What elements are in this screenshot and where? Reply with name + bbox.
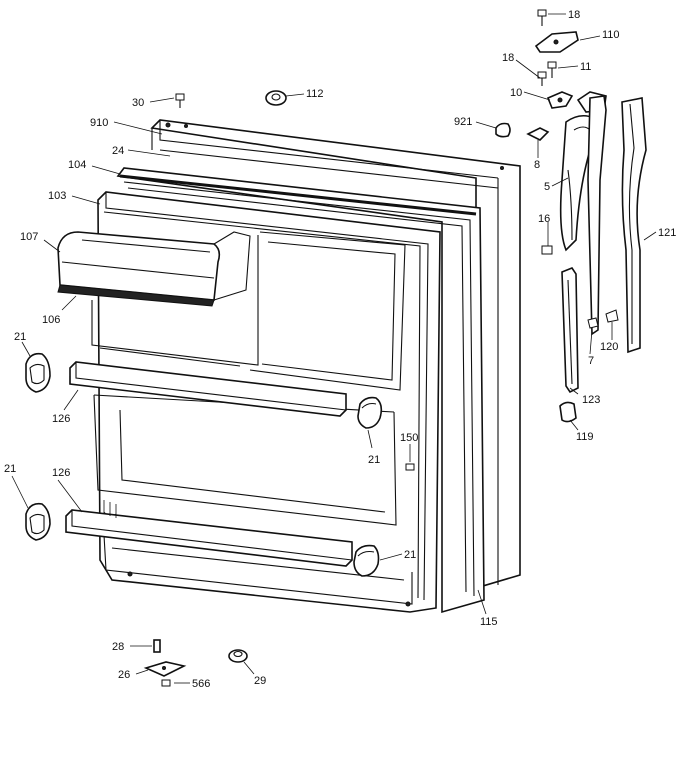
door-gasket — [116, 167, 485, 614]
shelf-end-cap-left-upper — [25, 352, 51, 393]
screw-16 — [541, 245, 553, 255]
label-21-left-lower: 21 — [4, 463, 16, 475]
label-18-top: 18 — [568, 9, 580, 21]
label-119: 119 — [576, 431, 594, 443]
screw-7 — [587, 317, 599, 329]
label-30: 30 — [132, 97, 144, 109]
bracket-26 — [143, 661, 187, 677]
dairy-compartment — [57, 231, 251, 307]
label-106: 106 — [42, 314, 60, 326]
label-910: 910 — [90, 117, 108, 129]
label-21-lower-right: 21 — [404, 549, 416, 561]
bushing-119 — [559, 401, 577, 423]
label-112: 112 — [306, 88, 324, 100]
door-shelf-lower — [65, 500, 353, 567]
screw-18-top — [537, 9, 547, 26]
label-110: 110 — [602, 29, 620, 41]
label-7: 7 — [588, 355, 594, 367]
label-566: 566 — [192, 678, 210, 690]
label-123: 123 — [582, 394, 600, 406]
leader-lines — [11, 13, 657, 684]
hinge-plate-10 — [546, 91, 574, 109]
screw-120 — [605, 309, 619, 323]
shelf-end-cap-upper-right — [357, 396, 383, 429]
label-26: 26 — [118, 669, 130, 681]
label-107: 107 — [20, 231, 38, 243]
label-921: 921 — [454, 116, 472, 128]
handle-cap-921 — [495, 122, 511, 138]
label-21-left-upper: 21 — [14, 331, 26, 343]
label-24: 24 — [112, 145, 124, 157]
label-121: 121 — [658, 227, 676, 239]
screw-566 — [161, 679, 171, 687]
part-labels: 18 110 18 11 10 30 112 921 910 8 24 104 … — [4, 9, 676, 690]
label-18-second: 18 — [502, 52, 514, 64]
label-11: 11 — [580, 61, 591, 73]
label-16: 16 — [538, 213, 550, 225]
label-150: 150 — [400, 432, 418, 444]
handle-trim-121 — [621, 97, 647, 354]
hinge-bracket-110 — [534, 31, 579, 53]
label-10: 10 — [510, 87, 522, 99]
door-stop-28 — [153, 639, 161, 653]
shelf-end-cap-left-lower — [25, 502, 51, 541]
plug-112 — [265, 90, 287, 106]
label-8: 8 — [534, 159, 540, 171]
label-126-upper: 126 — [52, 413, 70, 425]
hinge-pin-8 — [526, 127, 550, 141]
cam-29 — [228, 649, 248, 663]
shelf-end-cap-lower-right — [353, 544, 380, 577]
label-103: 103 — [48, 190, 66, 202]
door-shelf-upper — [69, 361, 347, 417]
label-115: 115 — [480, 616, 498, 628]
mullion-bar-123 — [561, 267, 579, 394]
screw-30 — [175, 93, 185, 108]
label-28: 28 — [112, 641, 124, 653]
label-104: 104 — [68, 159, 86, 171]
handle-rail — [587, 95, 607, 336]
label-21-upper-right: 21 — [368, 454, 380, 466]
screw-18-second — [537, 71, 547, 86]
screw-11 — [547, 61, 557, 78]
screw-150 — [405, 463, 415, 471]
label-5: 5 — [544, 181, 550, 193]
label-126-lower: 126 — [52, 467, 70, 479]
label-29: 29 — [254, 675, 266, 687]
label-120: 120 — [600, 341, 618, 353]
